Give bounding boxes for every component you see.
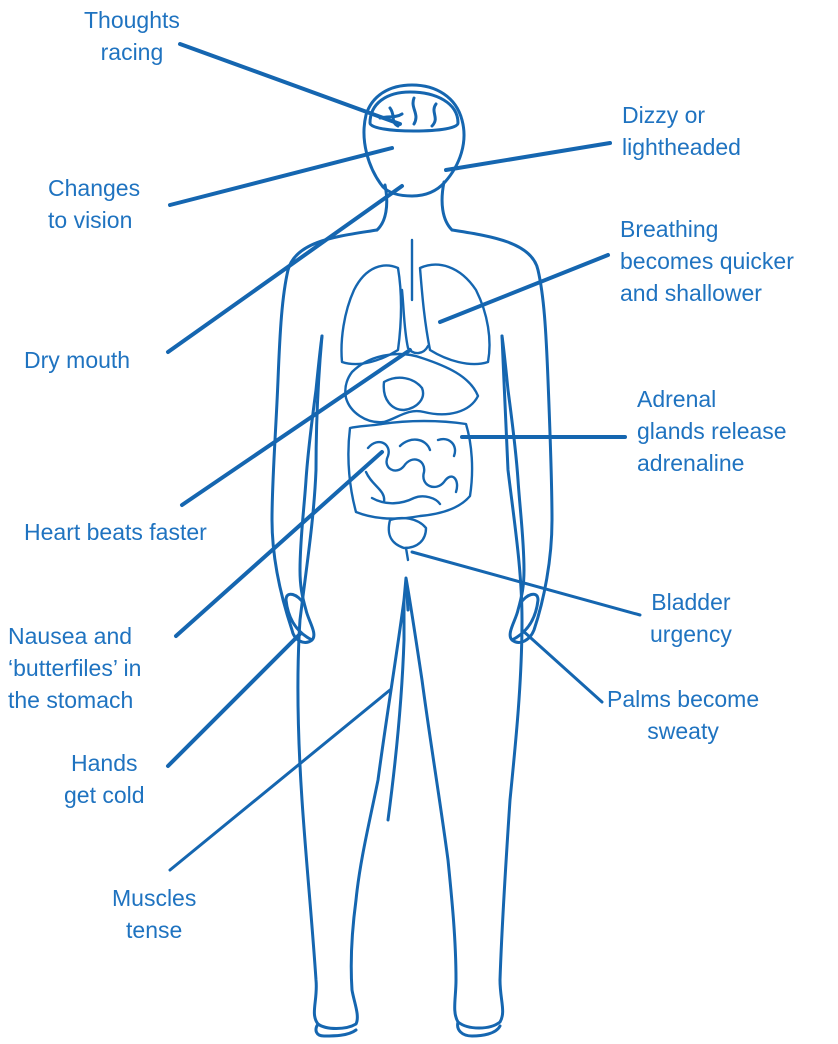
- label-line: Palms become: [607, 683, 759, 715]
- leader-line-dizzy: [446, 143, 610, 170]
- label-line: the stomach: [8, 684, 141, 716]
- label-line: Adrenal: [637, 383, 787, 415]
- label-line: Dizzy or: [622, 99, 741, 131]
- leader-line-muscles: [170, 690, 390, 870]
- leader-line-breathing: [440, 255, 608, 322]
- neck-outline: [377, 182, 452, 230]
- label-line: Changes: [48, 172, 140, 204]
- leader-lines: [168, 44, 640, 870]
- label-line: Muscles: [112, 882, 196, 914]
- stomach-inner: [384, 378, 423, 410]
- label-heart: Heart beats faster: [24, 516, 207, 548]
- bladder-organ: [389, 518, 426, 548]
- label-line: get cold: [64, 779, 145, 811]
- intestines: [348, 421, 472, 519]
- intestine-loops: [366, 439, 457, 504]
- label-line: adrenaline: [637, 447, 787, 479]
- label-line: Nausea and: [8, 620, 141, 652]
- leader-line-dry-mouth: [168, 186, 402, 352]
- label-line: Hands: [64, 747, 145, 779]
- body-outline: [272, 85, 552, 1036]
- label-line: Breathing: [620, 213, 794, 245]
- leader-line-heart: [182, 350, 410, 505]
- label-line: Bladder: [650, 586, 732, 618]
- label-line: to vision: [48, 204, 140, 236]
- trachea: [402, 240, 428, 353]
- urethra: [406, 548, 408, 560]
- label-line: Heart beats faster: [24, 516, 207, 548]
- label-line: Thoughts: [84, 4, 180, 36]
- leader-line-palms: [522, 630, 602, 702]
- leader-line-changes-vision: [170, 148, 392, 205]
- label-line: racing: [84, 36, 180, 68]
- leader-line-bladder: [412, 552, 640, 615]
- label-line: urgency: [650, 618, 732, 650]
- label-line: ‘butterfiles’ in: [8, 652, 141, 684]
- label-dry-mouth: Dry mouth: [24, 344, 130, 376]
- left-lung: [342, 266, 402, 365]
- left-arm-outline: [272, 230, 377, 642]
- label-line: glands release: [637, 415, 787, 447]
- label-line: sweaty: [607, 715, 759, 747]
- label-line: lightheaded: [622, 131, 741, 163]
- label-line: becomes quicker: [620, 245, 794, 277]
- label-line: and shallower: [620, 277, 794, 309]
- label-line: Dry mouth: [24, 344, 130, 376]
- leader-line-hands: [168, 634, 300, 766]
- leader-line-thoughts-racing: [180, 44, 400, 124]
- label-line: tense: [112, 914, 196, 946]
